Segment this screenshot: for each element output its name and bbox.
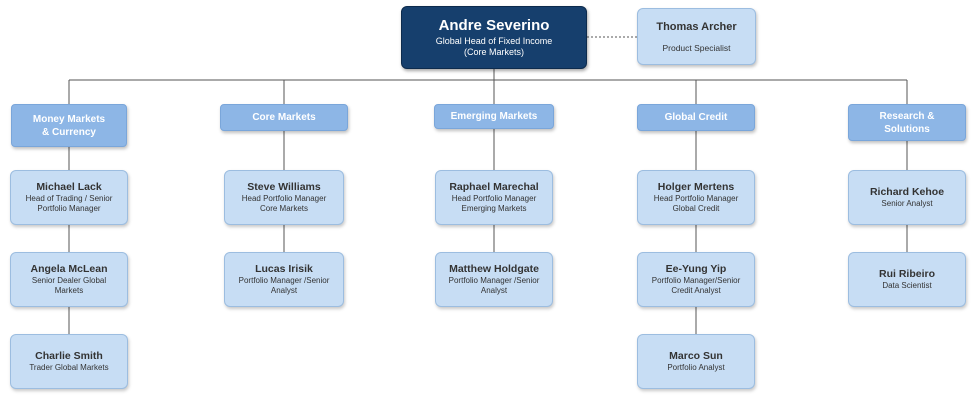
member-role: Data Scientist: [882, 281, 932, 290]
member-role: Portfolio Manager /Senior Analyst: [238, 276, 330, 295]
specialist-box: Thomas Archer Product Specialist: [637, 8, 756, 65]
head-name: Andre Severino: [438, 17, 550, 34]
member-role: Portfolio Manager/Senior Credit Analyst: [651, 276, 741, 295]
member-role: Senior Analyst: [881, 199, 933, 208]
member-name: Steve Williams: [247, 181, 321, 193]
member-role: Head Portfolio Manager Core Markets: [241, 194, 327, 213]
department-header: Global Credit: [637, 104, 755, 131]
member-role: Head of Trading / Senior Portfolio Manag…: [25, 194, 113, 213]
member-role: Head Portfolio Manager Emerging Markets: [451, 194, 537, 213]
head-role: Global Head of Fixed Income (Core Market…: [435, 36, 553, 57]
member-name: Raphael Marechal: [449, 181, 539, 193]
department-header: Core Markets: [220, 104, 348, 131]
member-name: Matthew Holdgate: [449, 263, 539, 275]
member-name: Charlie Smith: [35, 350, 103, 362]
member-role: Portfolio Manager /Senior Analyst: [448, 276, 540, 295]
specialist-role: Product Specialist: [662, 42, 731, 53]
member-name: Marco Sun: [669, 350, 723, 362]
head-box: Andre Severino Global Head of Fixed Inco…: [401, 6, 587, 69]
member-name: Lucas Irisik: [255, 263, 313, 275]
member-name: Ee-Yung Yip: [665, 263, 727, 275]
member-role: Trader Global Markets: [29, 363, 109, 372]
department-header: Emerging Markets: [434, 104, 554, 129]
member-name: Richard Kehoe: [869, 186, 945, 198]
member-name: Holger Mertens: [657, 181, 735, 193]
member-name: Angela McLean: [30, 263, 108, 275]
member-role: Senior Dealer Global Markets: [31, 276, 107, 295]
department-header: Research & Solutions: [848, 104, 966, 141]
member-name: Michael Lack: [36, 181, 102, 193]
department-header: Money Markets & Currency: [11, 104, 127, 147]
member-role: Portfolio Analyst: [667, 363, 725, 372]
specialist-name: Thomas Archer: [656, 20, 737, 33]
member-name: Rui Ribeiro: [878, 268, 935, 280]
member-role: Head Portfolio Manager Global Credit: [653, 194, 739, 213]
